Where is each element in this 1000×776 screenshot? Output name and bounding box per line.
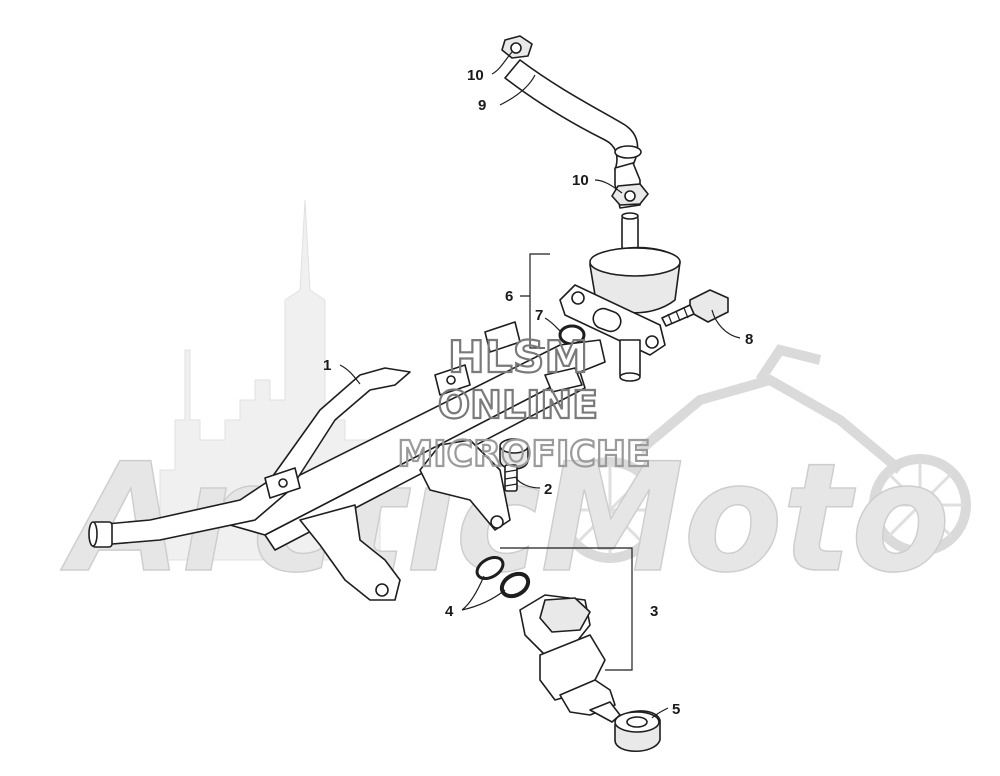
callout-6: 6 xyxy=(505,288,513,305)
hlsm-watermark: HLSM ONLINE MICROFICHE xyxy=(396,331,651,476)
callout-4: 4 xyxy=(445,603,454,620)
callout-5: 5 xyxy=(672,701,680,718)
part-6-pressure-regulator xyxy=(559,212,681,382)
callout-2: 2 xyxy=(544,481,552,498)
callout-3: 3 xyxy=(650,603,658,620)
callout-1: 1 xyxy=(323,357,331,374)
callout-10-lower: 10 xyxy=(572,172,589,189)
watermark-line-2: ONLINE xyxy=(438,383,598,427)
part-5-seal-cap xyxy=(614,710,661,752)
callout-7: 7 xyxy=(535,307,543,324)
callout-labels: 10 9 10 6 7 8 1 2 4 3 5 xyxy=(323,67,753,718)
motorcycle-spokes xyxy=(565,462,964,555)
part-2-screw xyxy=(499,438,529,492)
motorcycle-silhouette xyxy=(557,344,971,563)
callout-10-upper: 10 xyxy=(467,67,484,84)
callout-9: 9 xyxy=(478,97,486,114)
watermark-line-1: HLSM xyxy=(448,332,588,383)
part-8-bolt xyxy=(661,289,729,327)
leader-lines xyxy=(339,51,741,719)
part-10-hose-clamp-lower xyxy=(611,183,649,206)
watermark-line-3: MICROFICHE xyxy=(397,434,650,475)
callout-8: 8 xyxy=(745,331,753,348)
part-3-fuel-injector xyxy=(519,594,621,723)
part-1-fuel-rail xyxy=(88,321,606,601)
part-10-hose-clamp-upper xyxy=(501,35,533,59)
part-4-o-rings xyxy=(475,556,531,599)
